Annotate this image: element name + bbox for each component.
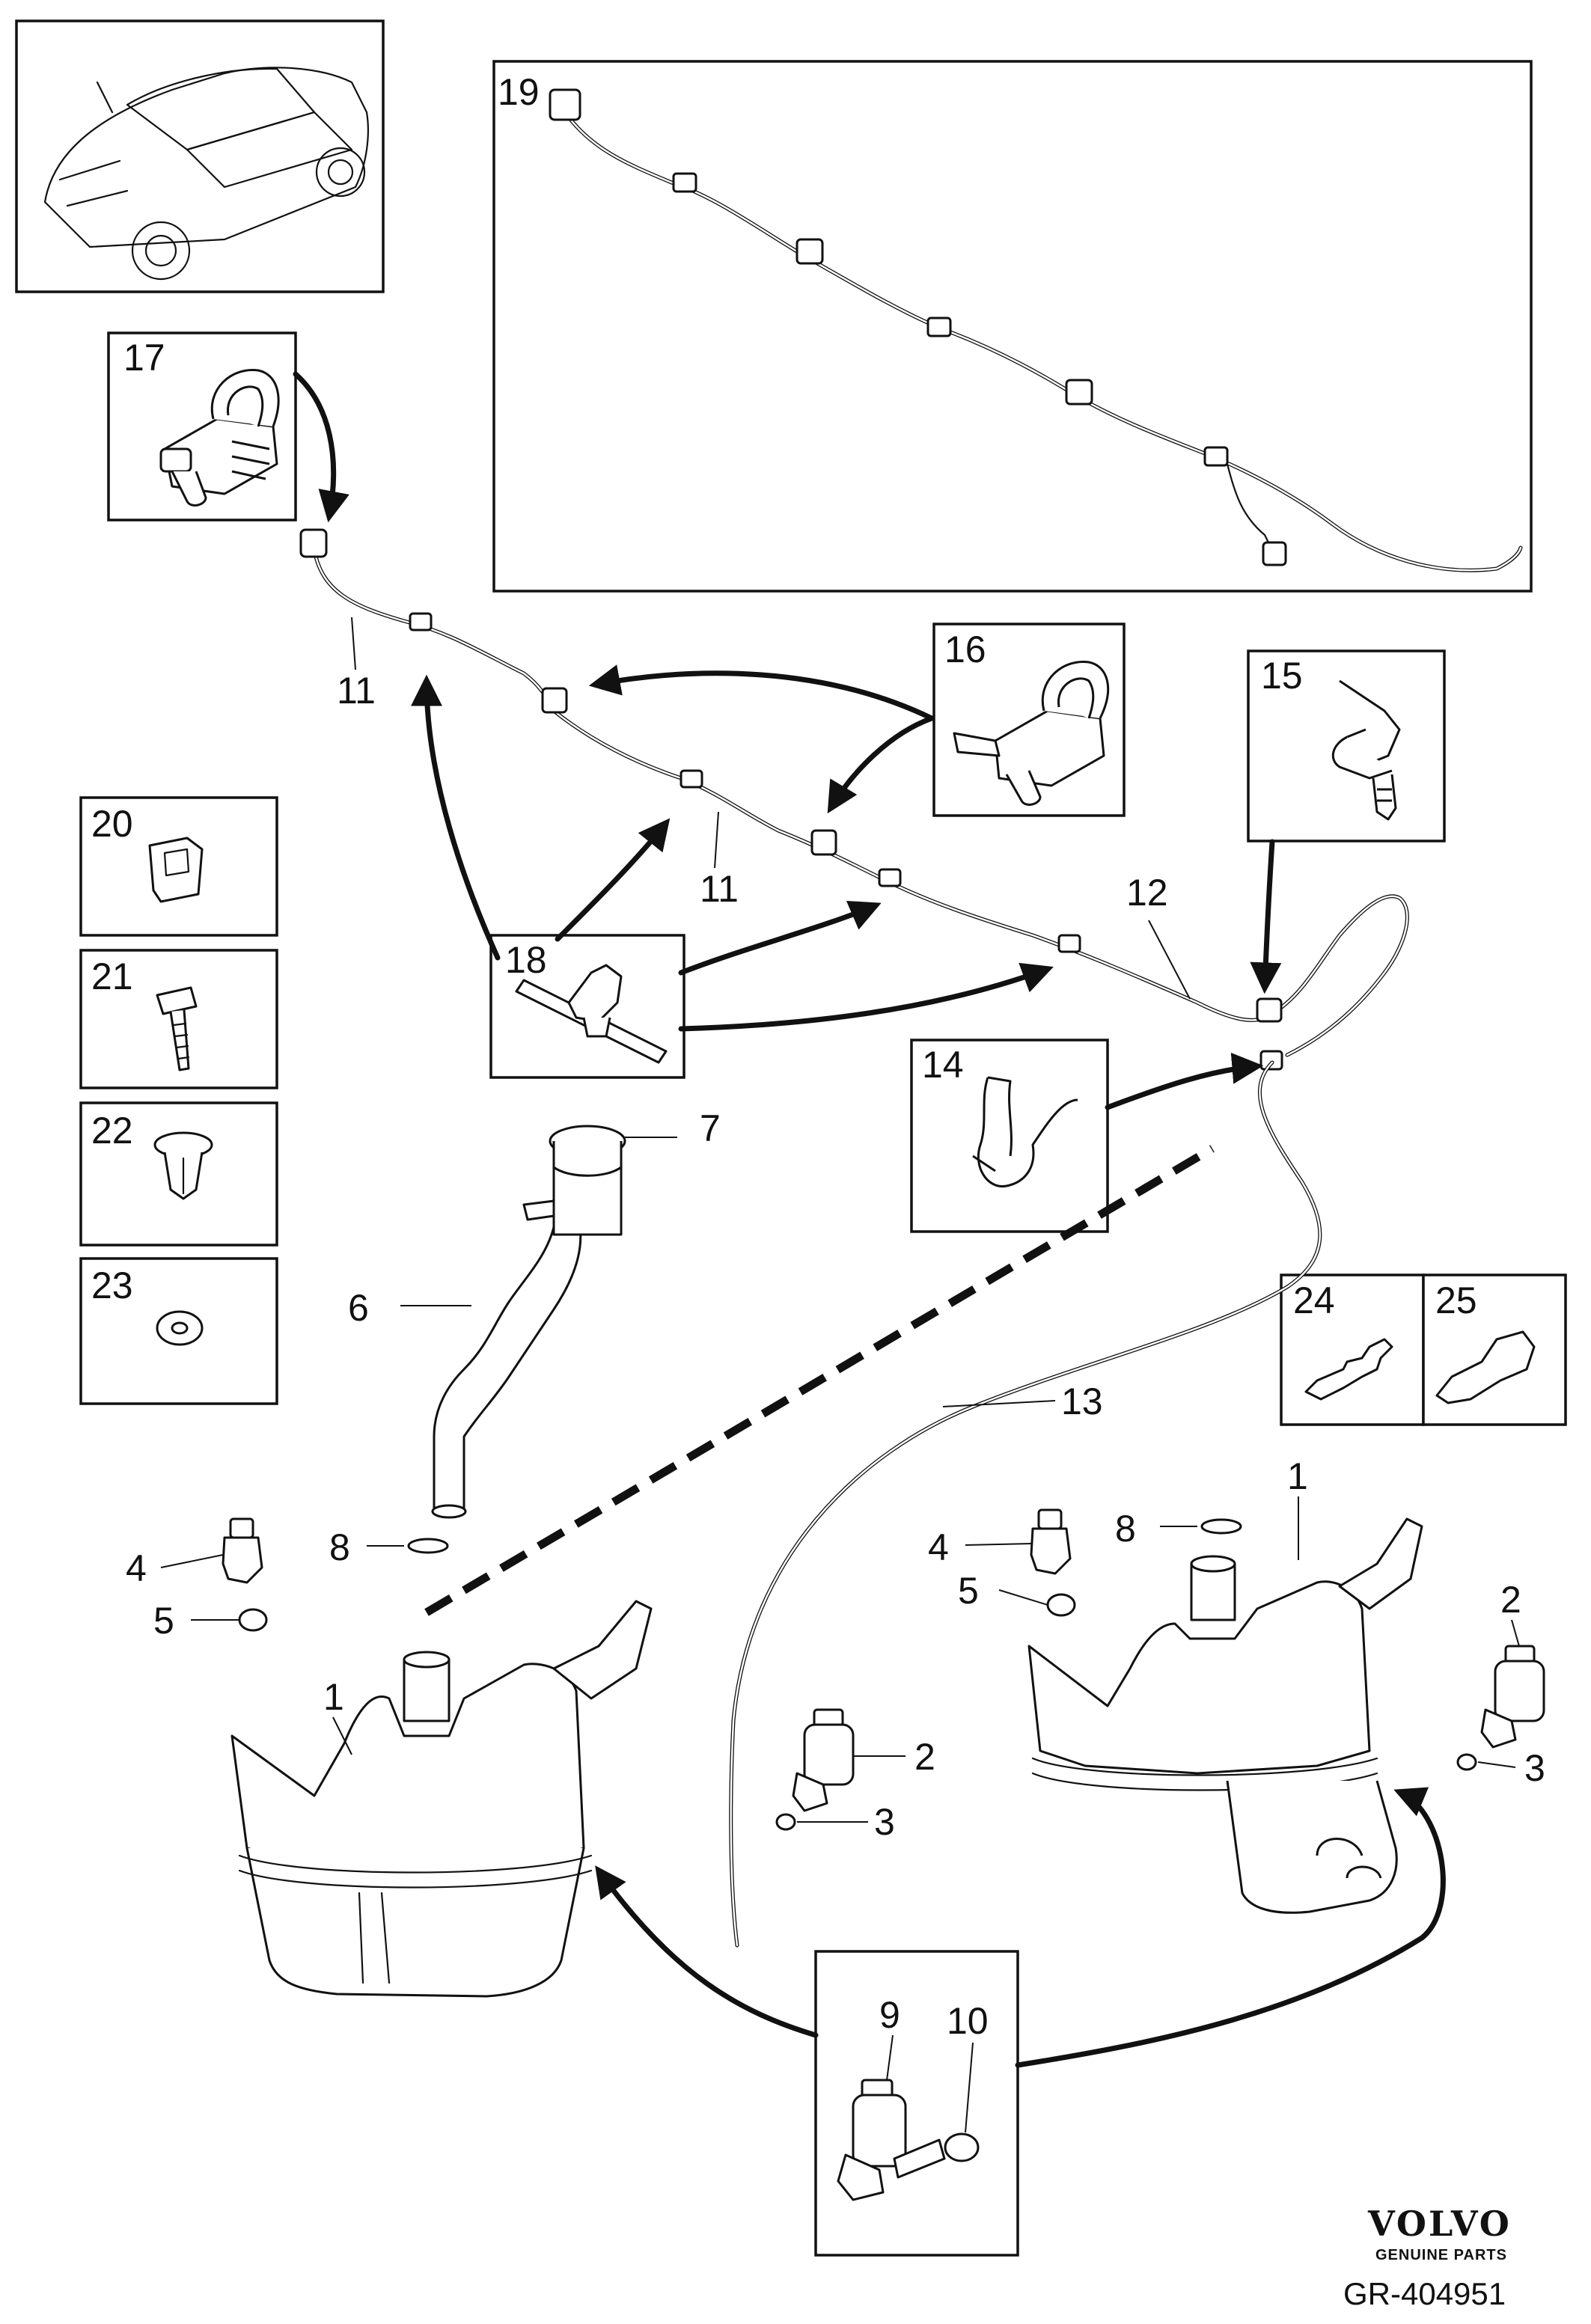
level-sensor-right [1030,1508,1076,1617]
washer-nozzle-16-panel [932,623,1126,817]
o-rings [407,1518,1242,1554]
pump-9-10-panel [814,1950,1019,2257]
callout-21: 21 [91,955,133,997]
hose-harness-19-panel [492,60,1533,593]
callout-24: 24 [1293,1279,1335,1321]
filler-cap-7 [522,1125,626,1236]
callout-4b: 4 [928,1526,949,1568]
callout-17: 17 [123,337,165,379]
callout-3b: 3 [1524,1747,1545,1789]
callout-2b: 2 [1500,1579,1521,1621]
callout-5b: 5 [958,1570,979,1612]
dashed-link [424,1145,1215,1616]
callout-18: 18 [505,939,547,981]
callout-1a: 1 [323,1676,344,1718]
callout-9: 9 [879,1994,900,2036]
callout-2a: 2 [914,1736,935,1778]
hose-13 [729,1060,1322,1948]
callout-14: 14 [922,1044,964,1086]
callout-23: 23 [91,1265,133,1306]
reference-arrows [293,371,1446,2068]
callout-11b: 11 [700,868,739,910]
callout-6: 6 [348,1287,369,1329]
callout-22: 22 [91,1110,133,1152]
brand-logo-sub: GENUINE PARTS [1375,2247,1507,2263]
callout-5a: 5 [153,1600,174,1642]
filler-pipe-6 [431,1226,582,1519]
volvo-logo: VOLVO GENUINE PARTS [1367,2204,1512,2263]
connector-24-25-panel [1280,1273,1567,1426]
level-sensor-left [222,1517,268,1632]
reservoir-left [230,1600,653,1998]
callout-12: 12 [1126,872,1168,914]
hose-clip-18-panel [489,934,685,1079]
callout-25: 25 [1435,1279,1477,1321]
callouts: 19 17 16 15 11 11 12 18 14 7 20 21 22 23… [91,71,1545,2042]
callout-16: 16 [944,629,986,670]
hose-clip-14-panel [910,1039,1109,1233]
hose-clip-15-panel [1247,649,1446,843]
clip-20-panel [79,796,278,937]
callout-13: 13 [1061,1380,1103,1422]
diagram-code: GR-404951 [1343,2276,1506,2311]
callout-1b: 1 [1287,1455,1308,1497]
callout-3a: 3 [874,1801,895,1843]
callout-8a: 8 [329,1526,350,1568]
leader-lines [160,617,1520,2133]
bolt-21-panel [79,949,278,1089]
callout-15: 15 [1261,655,1303,697]
callout-7: 7 [700,1107,721,1149]
washer-pump-right [1456,1645,1545,1771]
callout-20: 20 [91,803,133,845]
rivet-22-panel [79,1101,278,1247]
washer-pump-left [775,1708,855,1831]
callout-8b: 8 [1115,1508,1136,1550]
reservoir-right [1027,1517,1423,1914]
brand-logo-text: VOLVO [1367,2204,1512,2244]
hose-harness-11-12 [299,528,1409,1071]
callout-11a: 11 [337,670,376,712]
washer-nozzle-17-panel [107,331,297,522]
callout-19: 19 [498,71,540,113]
washer-23-panel [79,1257,278,1405]
vehicle-thumbnail [15,19,385,293]
callout-4a: 4 [126,1547,147,1589]
callout-10: 10 [947,2000,989,2042]
